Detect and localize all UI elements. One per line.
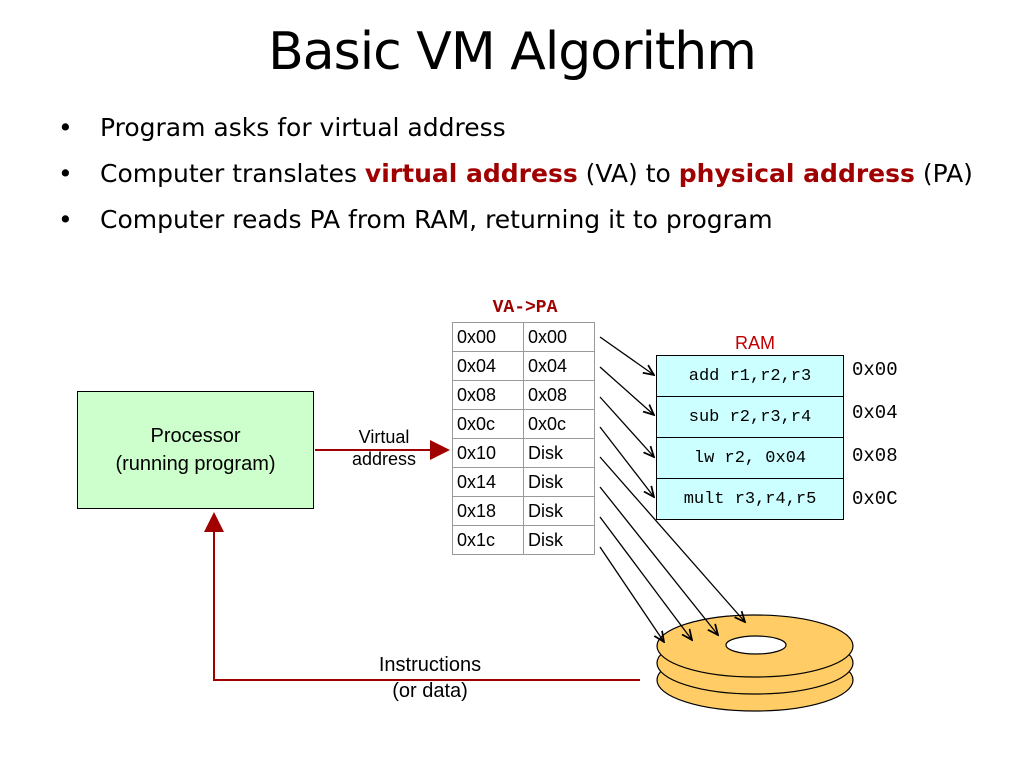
- virtual-label-line2: address: [351, 449, 417, 469]
- map-arrow-0x08: [599, 396, 654, 457]
- bullet-dot-icon: •: [58, 159, 73, 188]
- processor-label: Processor: [150, 425, 241, 447]
- instructions-label: Instructions (or data): [340, 652, 520, 704]
- map-arrow-0x04: [599, 366, 654, 415]
- ram-cell: sub r2,r3,r4: [656, 396, 844, 438]
- bullet-dot-icon: •: [58, 205, 73, 234]
- va-cell: 0x0c: [452, 409, 524, 439]
- pa-cell: 0x00: [523, 322, 595, 352]
- pa-cell: Disk: [523, 525, 595, 555]
- va-cell: 0x1c: [452, 525, 524, 555]
- ram-cell: mult r3,r4,r5: [656, 478, 844, 520]
- page-table-title: VA->PA: [492, 298, 558, 318]
- processor-sublabel: (running program): [115, 453, 276, 475]
- map-arrow-0x10: [599, 456, 745, 622]
- map-arrow-0x00: [599, 336, 654, 375]
- slide-title: Basic VM Algorithm: [268, 22, 757, 82]
- processor-box: Processor (running program): [77, 391, 314, 509]
- bullet-1: • Program asks for virtual address: [58, 110, 998, 146]
- bullet-3: • Computer reads PA from RAM, returning …: [58, 202, 998, 238]
- virtual-address-label: Virtual address: [336, 426, 432, 470]
- va-cell: 0x00: [452, 322, 524, 352]
- bullet-text-mid: (VA) to: [577, 159, 679, 188]
- ram-address: 0x00: [852, 359, 898, 381]
- ram-address: 0x08: [852, 445, 898, 467]
- disk-icon: [656, 614, 854, 712]
- va-cell: 0x14: [452, 467, 524, 497]
- bullet-dot-icon: •: [58, 113, 73, 142]
- pa-cell: 0x04: [523, 351, 595, 381]
- pa-cell: Disk: [523, 496, 595, 526]
- bullet-text: Computer reads PA from RAM, returning it…: [100, 205, 773, 234]
- bullet-2: • Computer translates virtual address (V…: [58, 156, 998, 192]
- highlight-virtual-address: virtual address: [364, 159, 578, 188]
- instructions-label-line1: Instructions: [378, 654, 482, 676]
- pa-cell: Disk: [523, 438, 595, 468]
- bullet-text-pre: Computer translates: [100, 159, 365, 188]
- bullet-list: • Program asks for virtual address • Com…: [58, 110, 998, 248]
- map-arrow-0x1c: [599, 546, 664, 642]
- instructions-label-line2: (or data): [392, 680, 468, 702]
- va-cell: 0x18: [452, 496, 524, 526]
- ram-block: add r1,r2,r3 sub r2,r3,r4 lw r2, 0x04 mu…: [656, 355, 844, 520]
- va-cell: 0x04: [452, 351, 524, 381]
- va-cell: 0x08: [452, 380, 524, 410]
- map-arrow-0x14: [599, 486, 718, 635]
- ram-label: RAM: [735, 333, 775, 353]
- bullet-text: Program asks for virtual address: [100, 113, 506, 142]
- highlight-physical-address: physical address: [678, 159, 915, 188]
- map-arrow-0x18: [599, 516, 692, 640]
- ram-address: 0x0C: [852, 488, 898, 510]
- va-cell: 0x10: [452, 438, 524, 468]
- virtual-label-line1: Virtual: [358, 427, 410, 447]
- ram-cell: lw r2, 0x04: [656, 437, 844, 479]
- ram-cell: add r1,r2,r3: [656, 355, 844, 397]
- ram-address: 0x04: [852, 402, 898, 424]
- pa-cell: 0x0c: [523, 409, 595, 439]
- pa-cell: Disk: [523, 467, 595, 497]
- map-arrow-0x0c: [599, 426, 654, 497]
- bullet-text-post: (PA): [914, 159, 973, 188]
- return-arrow: [204, 512, 640, 681]
- pa-cell: 0x08: [523, 380, 595, 410]
